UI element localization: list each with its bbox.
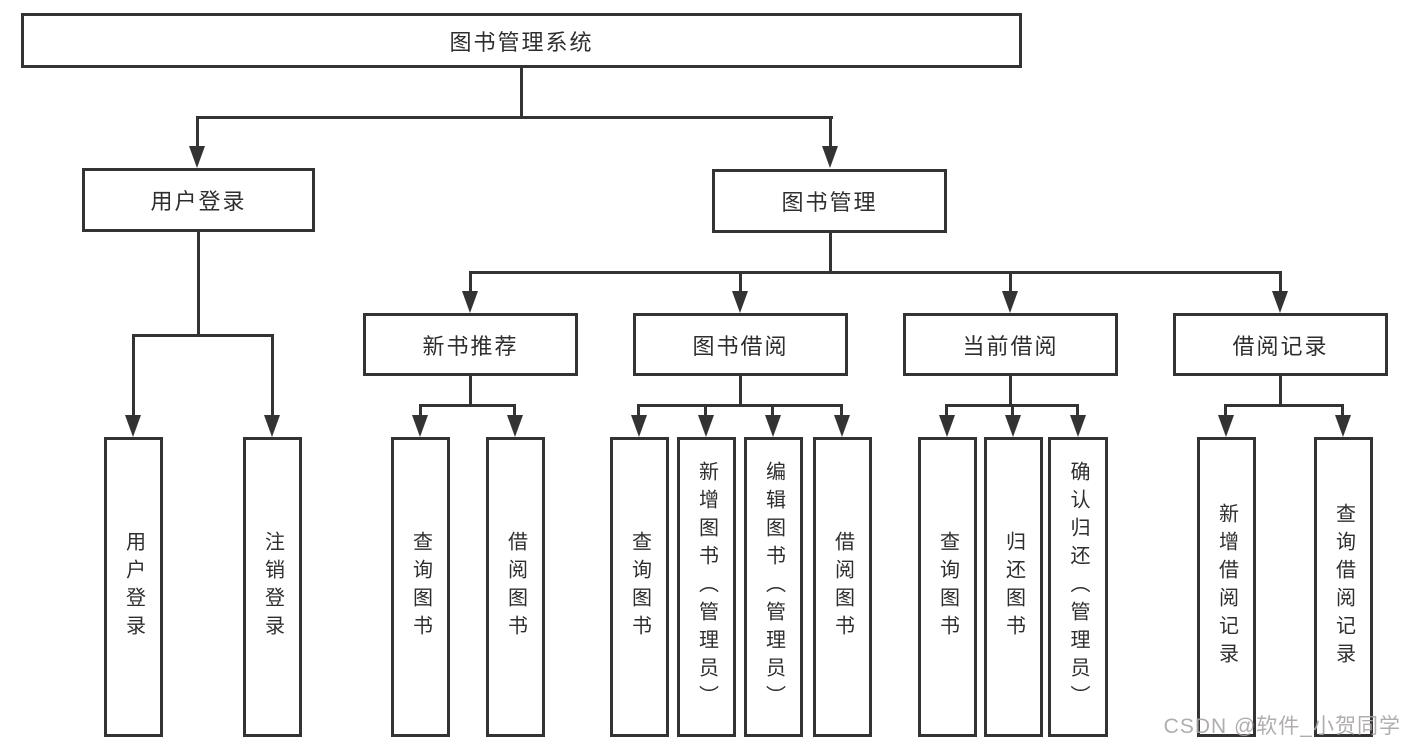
- node-label: 用户登录: [150, 189, 247, 214]
- leaf-label: 借阅图书: [504, 531, 527, 643]
- leaf-add-borrow-record: 新增借阅记录: [1197, 437, 1256, 737]
- arrow-down-icon: [698, 415, 714, 437]
- leaf-label: 归还图书: [1002, 531, 1025, 643]
- leaf-return-books: 归还图书: [984, 437, 1043, 737]
- arrow-down-icon: [264, 415, 280, 437]
- arrow-down-icon: [1272, 291, 1288, 313]
- arrow-down-icon: [1002, 291, 1018, 313]
- connector-line: [132, 334, 274, 337]
- leaf-label: 查询图书: [409, 531, 432, 643]
- leaf-query-books-borrow: 查询图书: [610, 437, 669, 737]
- connector-line: [197, 230, 200, 336]
- watermark: CSDN @软件_小贺同学: [1163, 715, 1401, 738]
- connector-line: [271, 334, 274, 417]
- node-label: 新书推荐: [422, 333, 519, 359]
- arrow-down-icon: [507, 415, 523, 437]
- connector-line: [829, 116, 832, 148]
- connector-line: [637, 404, 843, 407]
- leaf-query-books-recommend: 查询图书: [391, 437, 450, 737]
- connector-line: [469, 271, 472, 293]
- node-root-system: 图书管理系统: [21, 13, 1022, 68]
- leaf-logout: 注销登录: [243, 437, 302, 737]
- arrow-down-icon: [765, 415, 781, 437]
- node-book-management: 图书管理: [712, 169, 947, 233]
- arrow-down-icon: [412, 415, 428, 437]
- leaf-label: 新增图书（管理员）: [695, 461, 718, 713]
- connector-line: [637, 404, 640, 417]
- arrow-down-icon: [939, 415, 955, 437]
- connector-line: [945, 404, 948, 417]
- connector-line: [771, 404, 774, 417]
- node-label: 图书管理系统: [449, 29, 594, 55]
- leaf-user-login: 用户登录: [104, 437, 163, 737]
- connector-line: [132, 334, 135, 417]
- connector-line: [840, 404, 843, 417]
- connector-line: [1279, 271, 1282, 293]
- node-user-login: 用户登录: [82, 168, 315, 232]
- leaf-label: 借阅图书: [831, 531, 854, 643]
- arrow-down-icon: [732, 291, 748, 313]
- connector-line: [1341, 404, 1344, 417]
- arrow-down-icon: [125, 415, 141, 437]
- leaf-label: 用户登录: [122, 531, 145, 643]
- leaf-label: 查询借阅记录: [1332, 503, 1355, 671]
- leaf-add-books-admin: 新增图书（管理员）: [677, 437, 736, 737]
- connector-line: [513, 404, 516, 417]
- leaf-label: 编辑图书（管理员）: [762, 461, 785, 713]
- connector-line: [469, 271, 1282, 274]
- connector-line: [704, 404, 707, 417]
- connector-line: [196, 116, 833, 119]
- leaf-edit-books-admin: 编辑图书（管理员）: [744, 437, 803, 737]
- leaf-borrow-books: 借阅图书: [813, 437, 872, 737]
- connector-line: [1224, 404, 1227, 417]
- arrow-down-icon: [1070, 415, 1086, 437]
- connector-line: [1224, 404, 1344, 407]
- leaf-query-books-current: 查询图书: [918, 437, 977, 737]
- node-book-borrow: 图书借阅: [633, 313, 848, 376]
- leaf-label: 查询图书: [936, 531, 959, 643]
- connector-line: [1279, 374, 1282, 407]
- arrow-down-icon: [834, 415, 850, 437]
- connector-line: [739, 374, 742, 407]
- leaf-label: 查询图书: [628, 531, 651, 643]
- leaf-label: 注销登录: [261, 531, 284, 643]
- connector-line: [739, 271, 742, 293]
- connector-line: [829, 231, 832, 274]
- arrow-down-icon: [1005, 415, 1021, 437]
- leaf-label: 新增借阅记录: [1215, 503, 1238, 671]
- node-new-book-recommend: 新书推荐: [363, 313, 578, 376]
- arrow-down-icon: [822, 146, 838, 168]
- leaf-label: 确认归还（管理员）: [1067, 461, 1089, 713]
- connector-line: [196, 116, 199, 148]
- leaf-borrow-books-recommend: 借阅图书: [486, 437, 545, 737]
- connector-line: [520, 66, 523, 118]
- node-current-borrow: 当前借阅: [903, 313, 1118, 376]
- connector-line: [1076, 404, 1079, 417]
- connector-line: [1009, 271, 1012, 293]
- node-borrow-records: 借阅记录: [1173, 313, 1388, 376]
- arrow-down-icon: [462, 291, 478, 313]
- arrow-down-icon: [631, 415, 647, 437]
- connector-line: [419, 404, 422, 417]
- node-label: 图书管理: [781, 190, 878, 215]
- connector-line: [419, 404, 516, 407]
- node-label: 图书借阅: [692, 333, 789, 359]
- leaf-query-borrow-record: 查询借阅记录: [1314, 437, 1373, 737]
- arrow-down-icon: [1218, 415, 1234, 437]
- connector-line: [1011, 404, 1014, 417]
- leaf-confirm-return-admin: 确认归还（管理员）: [1048, 437, 1108, 737]
- node-label: 借阅记录: [1232, 333, 1329, 359]
- connector-line: [1009, 374, 1012, 407]
- arrow-down-icon: [1335, 415, 1351, 437]
- connector-line: [469, 374, 472, 407]
- node-label: 当前借阅: [962, 333, 1059, 359]
- arrow-down-icon: [189, 146, 205, 168]
